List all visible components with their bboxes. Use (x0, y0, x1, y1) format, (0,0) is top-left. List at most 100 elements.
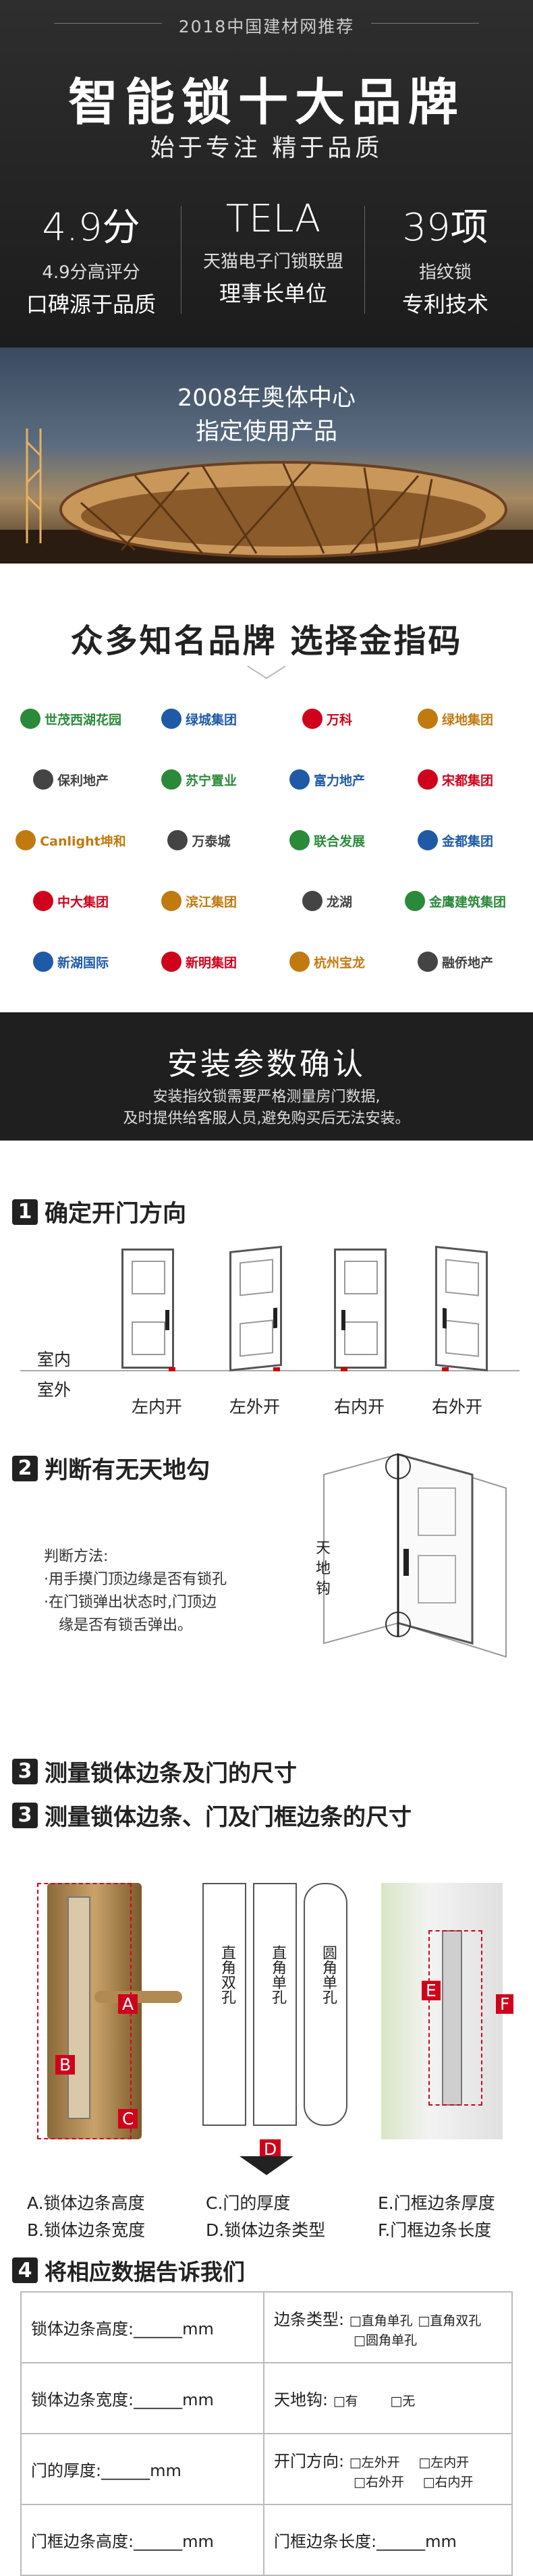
stadium-caption: 2008年奥体中心 指定使用产品 (0, 381, 533, 449)
hero-title: 智能锁十大品牌 (68, 74, 465, 132)
field-frame-plate-height[interactable]: 门框边条高度:______mm (20, 2504, 264, 2576)
checkbox-option[interactable]: □左内开 (418, 2455, 470, 2470)
field-lock-plate-width[interactable]: 锁体边条宽度:______mm (20, 2362, 264, 2434)
legend-item: E.门框边条厚度 (378, 2193, 495, 2213)
method-line: 缘是否有锁舌弹出。 (59, 1617, 193, 1634)
marker-a: A (118, 1994, 138, 2014)
stat-value: TELA (225, 197, 321, 241)
table-row: 门框边条高度:______mm 门框边条长度:______mm (20, 2504, 513, 2576)
brand-logo: 宋都集团 (398, 759, 513, 800)
brand-logo: 联合发展 (270, 820, 385, 860)
stat-caption: 专利技术 (401, 292, 488, 317)
plate-label: 直角双孔 (219, 1945, 235, 2004)
brand-mark-icon (32, 952, 53, 972)
brand-mark-icon (167, 830, 188, 850)
swing-arrow-icon (169, 1367, 175, 1371)
step-number: 3 (12, 1758, 38, 1784)
brand-mark-icon (289, 769, 310, 790)
brand-mark-icon (161, 769, 181, 790)
method-line: ·用手摸门顶边缘是否有锁孔 (44, 1571, 227, 1588)
legend-item: C.门的厚度 (206, 2193, 291, 2213)
brand-name: 新湖国际 (57, 955, 109, 970)
checkbox-option[interactable]: □有 (333, 2394, 358, 2409)
table-row: 锁体边条宽度:______mm 天地钩: □有 □无 (20, 2362, 513, 2434)
stat-label: 4.9分高评分 (42, 263, 140, 283)
field-hook[interactable]: 天地钩: □有 □无 (263, 2362, 513, 2434)
brand-logo: 滨江集团 (142, 881, 256, 921)
stat-tela: TELA 天猫电子门锁联盟 理事长单位 (189, 197, 358, 308)
legend-item: D.锁体边条类型 (206, 2220, 326, 2240)
birds-nest-stadium-image (0, 429, 533, 564)
arrow-down-icon (240, 2156, 293, 2175)
label-outside: 室外 (37, 1380, 72, 1400)
wall-line (20, 1370, 520, 1371)
brand-mark-icon (417, 769, 438, 790)
brand-logo: 杭州宝龙 (270, 941, 385, 982)
plate-round-single: 圆角单孔 (304, 1883, 347, 2126)
checkbox-option[interactable]: □无 (390, 2394, 416, 2409)
table-row: 锁体边条高度:______mm 边条类型: □直角单孔 □直角双孔□圆角单孔 (20, 2291, 513, 2363)
brand-logo: 新明集团 (142, 941, 256, 982)
field-frame-plate-length[interactable]: 门框边条长度:______mm (263, 2504, 513, 2576)
step-3b-heading: 3 测量锁体边条、门及门框边条的尺寸 (12, 1799, 412, 1832)
checkbox-option[interactable]: □左外开 (349, 2455, 400, 2470)
divider (54, 23, 162, 24)
checkbox-option[interactable]: □圆角单孔 (354, 2333, 417, 2348)
field-plate-type[interactable]: 边条类型: □直角单孔 □直角双孔□圆角单孔 (263, 2291, 513, 2363)
table-row: 门的厚度:______mm 开门方向: □左外开 □左内开□右外开 □右内开 (20, 2433, 513, 2505)
hook-label-char: 钩 (316, 1581, 331, 1597)
step-4-heading: 4 将相应数据告诉我们 (12, 2254, 245, 2286)
brand-name: 融侨地产 (441, 955, 493, 970)
door-right-outward (435, 1245, 488, 1372)
stat-caption: 口碑源于品质 (26, 292, 156, 317)
brand-name: Canlight坤和 (40, 833, 126, 849)
brand-name: 绿城集团 (185, 712, 237, 728)
step-number: 4 (12, 2257, 38, 2283)
legend-item: B.锁体边条宽度 (27, 2220, 146, 2240)
field-label: 边条类型: (274, 2310, 345, 2329)
brand-name: 滨江集团 (185, 894, 237, 910)
brand-logo: 万泰城 (142, 820, 256, 860)
install-description: 安装指纹锁需要严格测量房门数据, 及时提供给客服人员,避免购买后无法安装。 (0, 1087, 533, 1130)
method-text: 判断方法: ·用手摸门顶边缘是否有锁孔 ·在门锁弹出状态时,门顶边 缘是否有锁舌… (44, 1545, 227, 1637)
field-lock-plate-height[interactable]: 锁体边条高度:______mm (20, 2291, 264, 2363)
hero-kicker: 2018中国建材网推荐 (178, 17, 355, 36)
field-open-direction[interactable]: 开门方向: □左外开 □左内开□右外开 □右内开 (263, 2433, 513, 2505)
plate-straight-single: 直角单孔 (253, 1883, 297, 2126)
door-label: 左外开 (229, 1397, 281, 1417)
brand-name: 富力地产 (313, 773, 365, 788)
step-title: 判断有无天地勾 (45, 1457, 211, 1484)
legend-item: F.门框边条长度 (378, 2220, 492, 2240)
field-label: 天地钩: (274, 2390, 329, 2409)
brand-name: 金鹰建筑集团 (428, 894, 506, 910)
hero-subtitle: 始于专注 精于品质 (150, 134, 383, 162)
brand-logo: 苏宁置业 (142, 759, 256, 800)
brand-logo: Canlight坤和 (13, 820, 128, 860)
checkbox-option[interactable]: □右内开 (422, 2475, 474, 2490)
checkbox-option[interactable]: □右外开 (354, 2475, 404, 2490)
brand-name: 绿地集团 (441, 712, 493, 728)
door-label: 右内开 (334, 1397, 385, 1417)
door-label: 左内开 (132, 1397, 183, 1417)
checkbox-option[interactable]: □直角单孔 (349, 2313, 413, 2328)
brand-logo: 世茂西湖花园 (13, 698, 128, 739)
brand-mark-icon (289, 952, 310, 972)
step-title: 将相应数据告诉我们 (45, 2259, 245, 2285)
marker-b: B (55, 2055, 76, 2075)
step-title: 确定开门方向 (45, 1201, 187, 1228)
brand-logo: 新湖国际 (13, 941, 128, 982)
caption-line: 指定使用产品 (195, 418, 337, 445)
brand-logo: 融侨地产 (398, 941, 513, 982)
marker-d: D (260, 2139, 281, 2159)
brand-mark-icon (417, 952, 438, 972)
brand-mark-icon (302, 709, 322, 729)
brand-mark-icon (161, 952, 181, 972)
hook-label: 天 地 钩 (316, 1539, 333, 1599)
field-door-thickness[interactable]: 门的厚度:______mm (20, 2433, 264, 2505)
door-label: 右外开 (432, 1397, 483, 1417)
stat-label: 指纹锁 (418, 263, 472, 283)
method-label: 判断方法: (44, 1548, 109, 1565)
brand-logo: 中大集团 (13, 881, 128, 921)
swing-arrow-icon (273, 1367, 280, 1371)
checkbox-option[interactable]: □直角双孔 (418, 2313, 482, 2328)
